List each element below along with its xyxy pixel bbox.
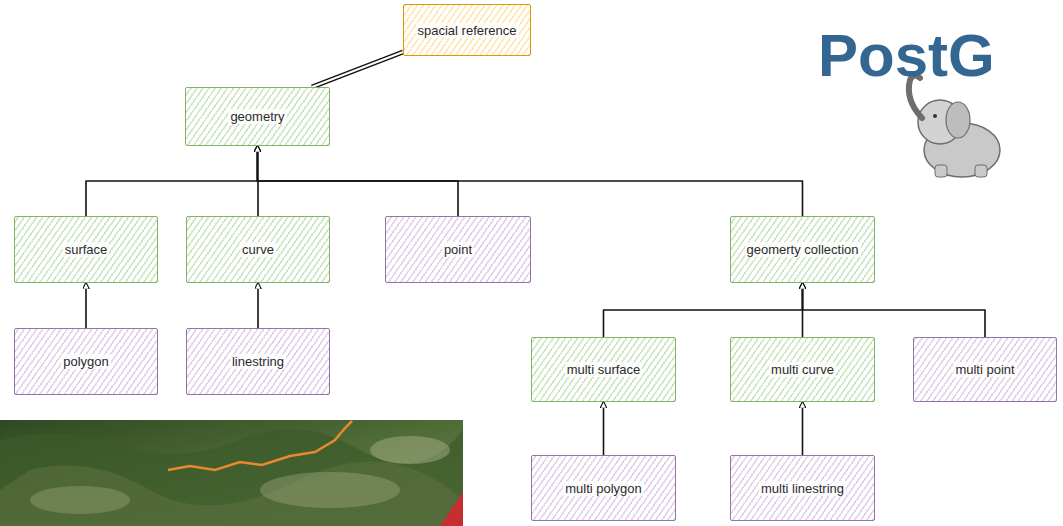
photo-hills: [0, 430, 463, 526]
node-label: surface: [63, 242, 110, 257]
node-label: multi linestring: [759, 481, 846, 496]
photo-clearing: [260, 472, 400, 508]
node-label: polygon: [61, 354, 111, 369]
inheritance-line: [803, 283, 986, 337]
connector: [86, 283, 87, 328]
connector: [803, 283, 986, 337]
node-label: geomerty collection: [745, 242, 861, 257]
connector: [312, 52, 403, 87]
node-label: multi point: [953, 362, 1016, 377]
connector: [86, 146, 258, 216]
inheritance-line: [802, 402, 804, 455]
node-label: multi polygon: [563, 481, 644, 496]
node-label: geometry: [228, 109, 286, 124]
abstract-type-box: multi curve: [730, 337, 875, 402]
photo-corner-mark: [440, 492, 463, 526]
node-label: spacial reference: [416, 23, 519, 38]
inheritance-line: [603, 402, 605, 455]
connector: [802, 402, 803, 455]
trail-line: [168, 421, 352, 470]
concrete-type-box: polygon: [14, 328, 158, 395]
concrete-type-box: multi linestring: [730, 455, 875, 521]
abstract-type-box: curve: [186, 216, 330, 283]
connector: [258, 283, 259, 328]
concrete-type-box: point: [385, 216, 531, 283]
elephant-eye: [933, 114, 937, 118]
concrete-type-box: linestring: [186, 328, 330, 395]
inheritance-line: [257, 283, 259, 328]
inheritance-line: [86, 146, 258, 216]
abstract-type-box: multi surface: [531, 337, 676, 402]
node-label: point: [442, 242, 474, 257]
inheritance-line: [258, 146, 803, 216]
photo-clearing: [30, 486, 130, 514]
elephant-ear: [946, 102, 970, 138]
concrete-type-box: multi point: [913, 337, 1057, 402]
abstract-type-box: surface: [14, 216, 158, 283]
association-line: [312, 52, 403, 87]
abstract-type-box: geomerty collection: [730, 216, 875, 283]
connector: [603, 402, 604, 455]
connector: [604, 283, 803, 337]
association-line: [312, 52, 403, 87]
photo-ground: [0, 420, 463, 526]
node-label: curve: [240, 242, 276, 257]
node-label: linestring: [230, 354, 286, 369]
logo-text: PostG: [818, 26, 995, 86]
concrete-type-box: multi polygon: [531, 455, 676, 521]
connector: [258, 146, 803, 216]
abstract-type-box: geometry: [185, 87, 330, 146]
reference-box: spacial reference: [403, 4, 531, 56]
node-label: multi curve: [769, 362, 836, 377]
elephant-leg: [935, 165, 947, 177]
aerial-photo: [0, 420, 463, 526]
elephant-leg: [975, 165, 987, 177]
photo-hills: [0, 462, 463, 526]
photo-clearing: [370, 436, 450, 464]
inheritance-line: [85, 283, 87, 328]
elephant-logo: [909, 75, 1000, 177]
node-label: multi surface: [565, 362, 643, 377]
inheritance-line: [604, 283, 803, 337]
